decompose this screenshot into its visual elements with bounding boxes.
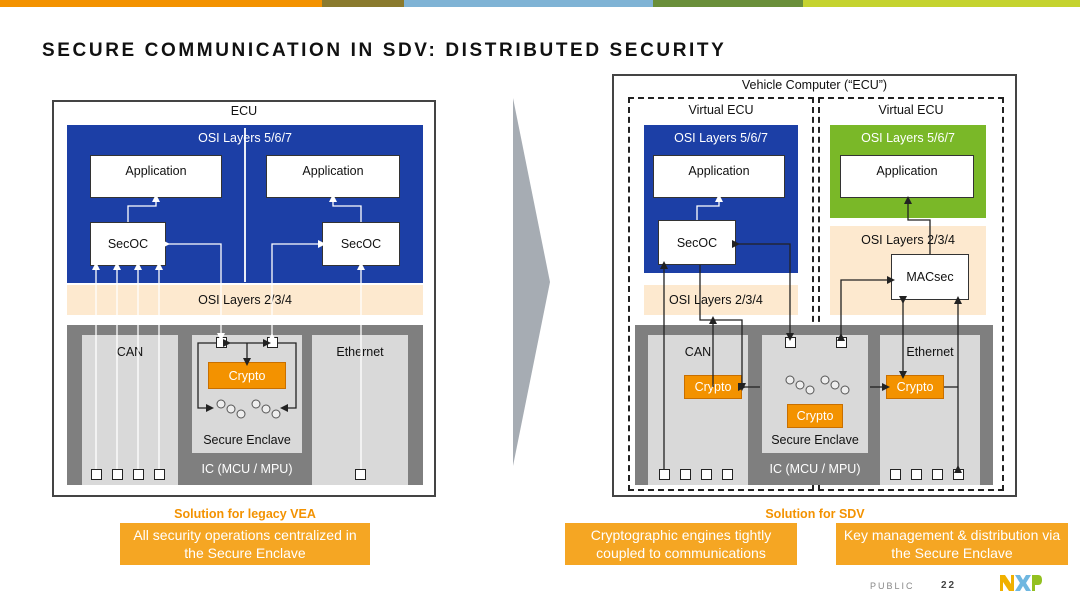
nxp-logo xyxy=(1000,572,1042,594)
left-osi-top-label: OSI Layers 5/6/7 xyxy=(198,131,292,145)
bar-segment-orange xyxy=(0,0,322,7)
bar-segment-lime xyxy=(803,0,1080,7)
footer-public-label: PUBLIC xyxy=(870,581,915,591)
left-can-port-4 xyxy=(154,469,165,480)
left-osi-top-divider xyxy=(244,128,246,282)
left-secure-enclave-label: Secure Enclave xyxy=(203,433,291,447)
right-crypto-eth-box: Crypto xyxy=(886,375,944,399)
right-app2-box: Application xyxy=(840,155,974,198)
right-secoc-box: SecOC xyxy=(658,220,736,265)
left-ethernet-panel xyxy=(312,335,408,485)
right-app1-box: Application xyxy=(653,155,785,198)
left-secoc2-box: SecOC xyxy=(322,222,400,266)
right-vecu1-frame xyxy=(628,97,814,491)
right-ic-label: IC (MCU / MPU) xyxy=(769,462,861,476)
right-osi-top2-label: OSI Layers 5/6/7 xyxy=(861,131,955,145)
right-osi-top1-label: OSI Layers 5/6/7 xyxy=(674,131,768,145)
right-vecu2-label: Virtual ECU xyxy=(878,103,944,117)
left-crypto-box: Crypto xyxy=(208,362,286,389)
left-caption: Solution for legacy VEA xyxy=(174,507,316,521)
slide-title: SECURE COMMUNICATION IN SDV: DISTRIBUTED… xyxy=(42,40,727,61)
right-can-port-1 xyxy=(659,469,670,480)
left-ic-label: IC (MCU / MPU) xyxy=(201,462,293,476)
bar-segment-olive xyxy=(322,0,404,7)
right-can-port-2 xyxy=(680,469,691,480)
right-can-port-3 xyxy=(701,469,712,480)
right-keys xyxy=(785,375,850,395)
left-can-port-3 xyxy=(133,469,144,480)
right-enclave-panel xyxy=(762,335,868,453)
right-eth-port-2 xyxy=(911,469,922,480)
footer-page-number: 22 xyxy=(941,580,957,591)
bar-segment-blue xyxy=(404,0,653,7)
left-ecu-label: ECU xyxy=(230,104,258,118)
right-eth-port-3 xyxy=(932,469,943,480)
right-ethernet-label: Ethernet xyxy=(906,345,954,359)
right-secure-enclave-label: Secure Enclave xyxy=(771,433,859,447)
right-can-label: CAN xyxy=(684,345,712,359)
bar-segment-green xyxy=(653,0,803,7)
right-callout-1: Cryptographic engines tightly coupled to… xyxy=(565,523,797,565)
right-eth-port-1 xyxy=(890,469,901,480)
right-osi-mid2-label: OSI Layers 2/3/4 xyxy=(861,233,955,247)
left-osi-mid-band xyxy=(67,285,423,315)
right-vehicle-label: Vehicle Computer (“ECU”) xyxy=(741,78,888,92)
left-eth-port xyxy=(355,469,366,480)
right-macsec-box: MACsec xyxy=(891,254,969,300)
left-can-label: CAN xyxy=(116,345,144,359)
right-caption: Solution for SDV xyxy=(765,507,865,521)
left-ethernet-label: Ethernet xyxy=(336,345,384,359)
left-can-port-1 xyxy=(91,469,102,480)
left-secoc1-box: SecOC xyxy=(90,222,166,266)
left-app2-box: Application xyxy=(266,155,400,198)
right-can-port-4 xyxy=(722,469,733,480)
right-can-panel xyxy=(648,335,748,485)
left-callout: All security operations centralized in t… xyxy=(120,523,370,565)
right-vecu2-frame xyxy=(818,97,1004,491)
left-keys xyxy=(216,399,281,419)
left-can-panel xyxy=(82,335,178,485)
right-vecu1-label: Virtual ECU xyxy=(688,103,754,117)
right-crypto-enclave-box: Crypto xyxy=(787,404,843,428)
left-can-port-2 xyxy=(112,469,123,480)
right-ethernet-panel xyxy=(880,335,980,485)
right-callout-2: Key management & distribution via the Se… xyxy=(836,523,1068,565)
top-color-bar xyxy=(0,0,1080,7)
